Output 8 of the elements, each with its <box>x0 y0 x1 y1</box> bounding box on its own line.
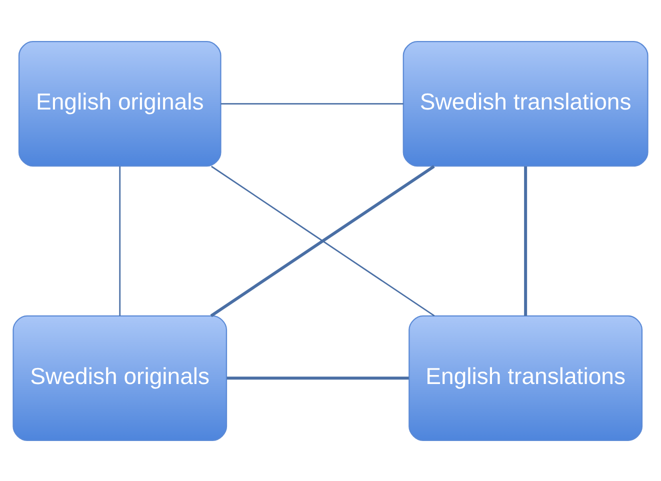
node-box: Swedish translations <box>402 40 648 166</box>
connector <box>226 376 409 380</box>
connector <box>524 166 528 316</box>
node-box: English originals <box>18 40 222 166</box>
node-box: Swedish originals <box>12 314 228 440</box>
connector <box>119 166 121 316</box>
connector <box>220 102 404 104</box>
node-box: English translations <box>408 314 643 440</box>
